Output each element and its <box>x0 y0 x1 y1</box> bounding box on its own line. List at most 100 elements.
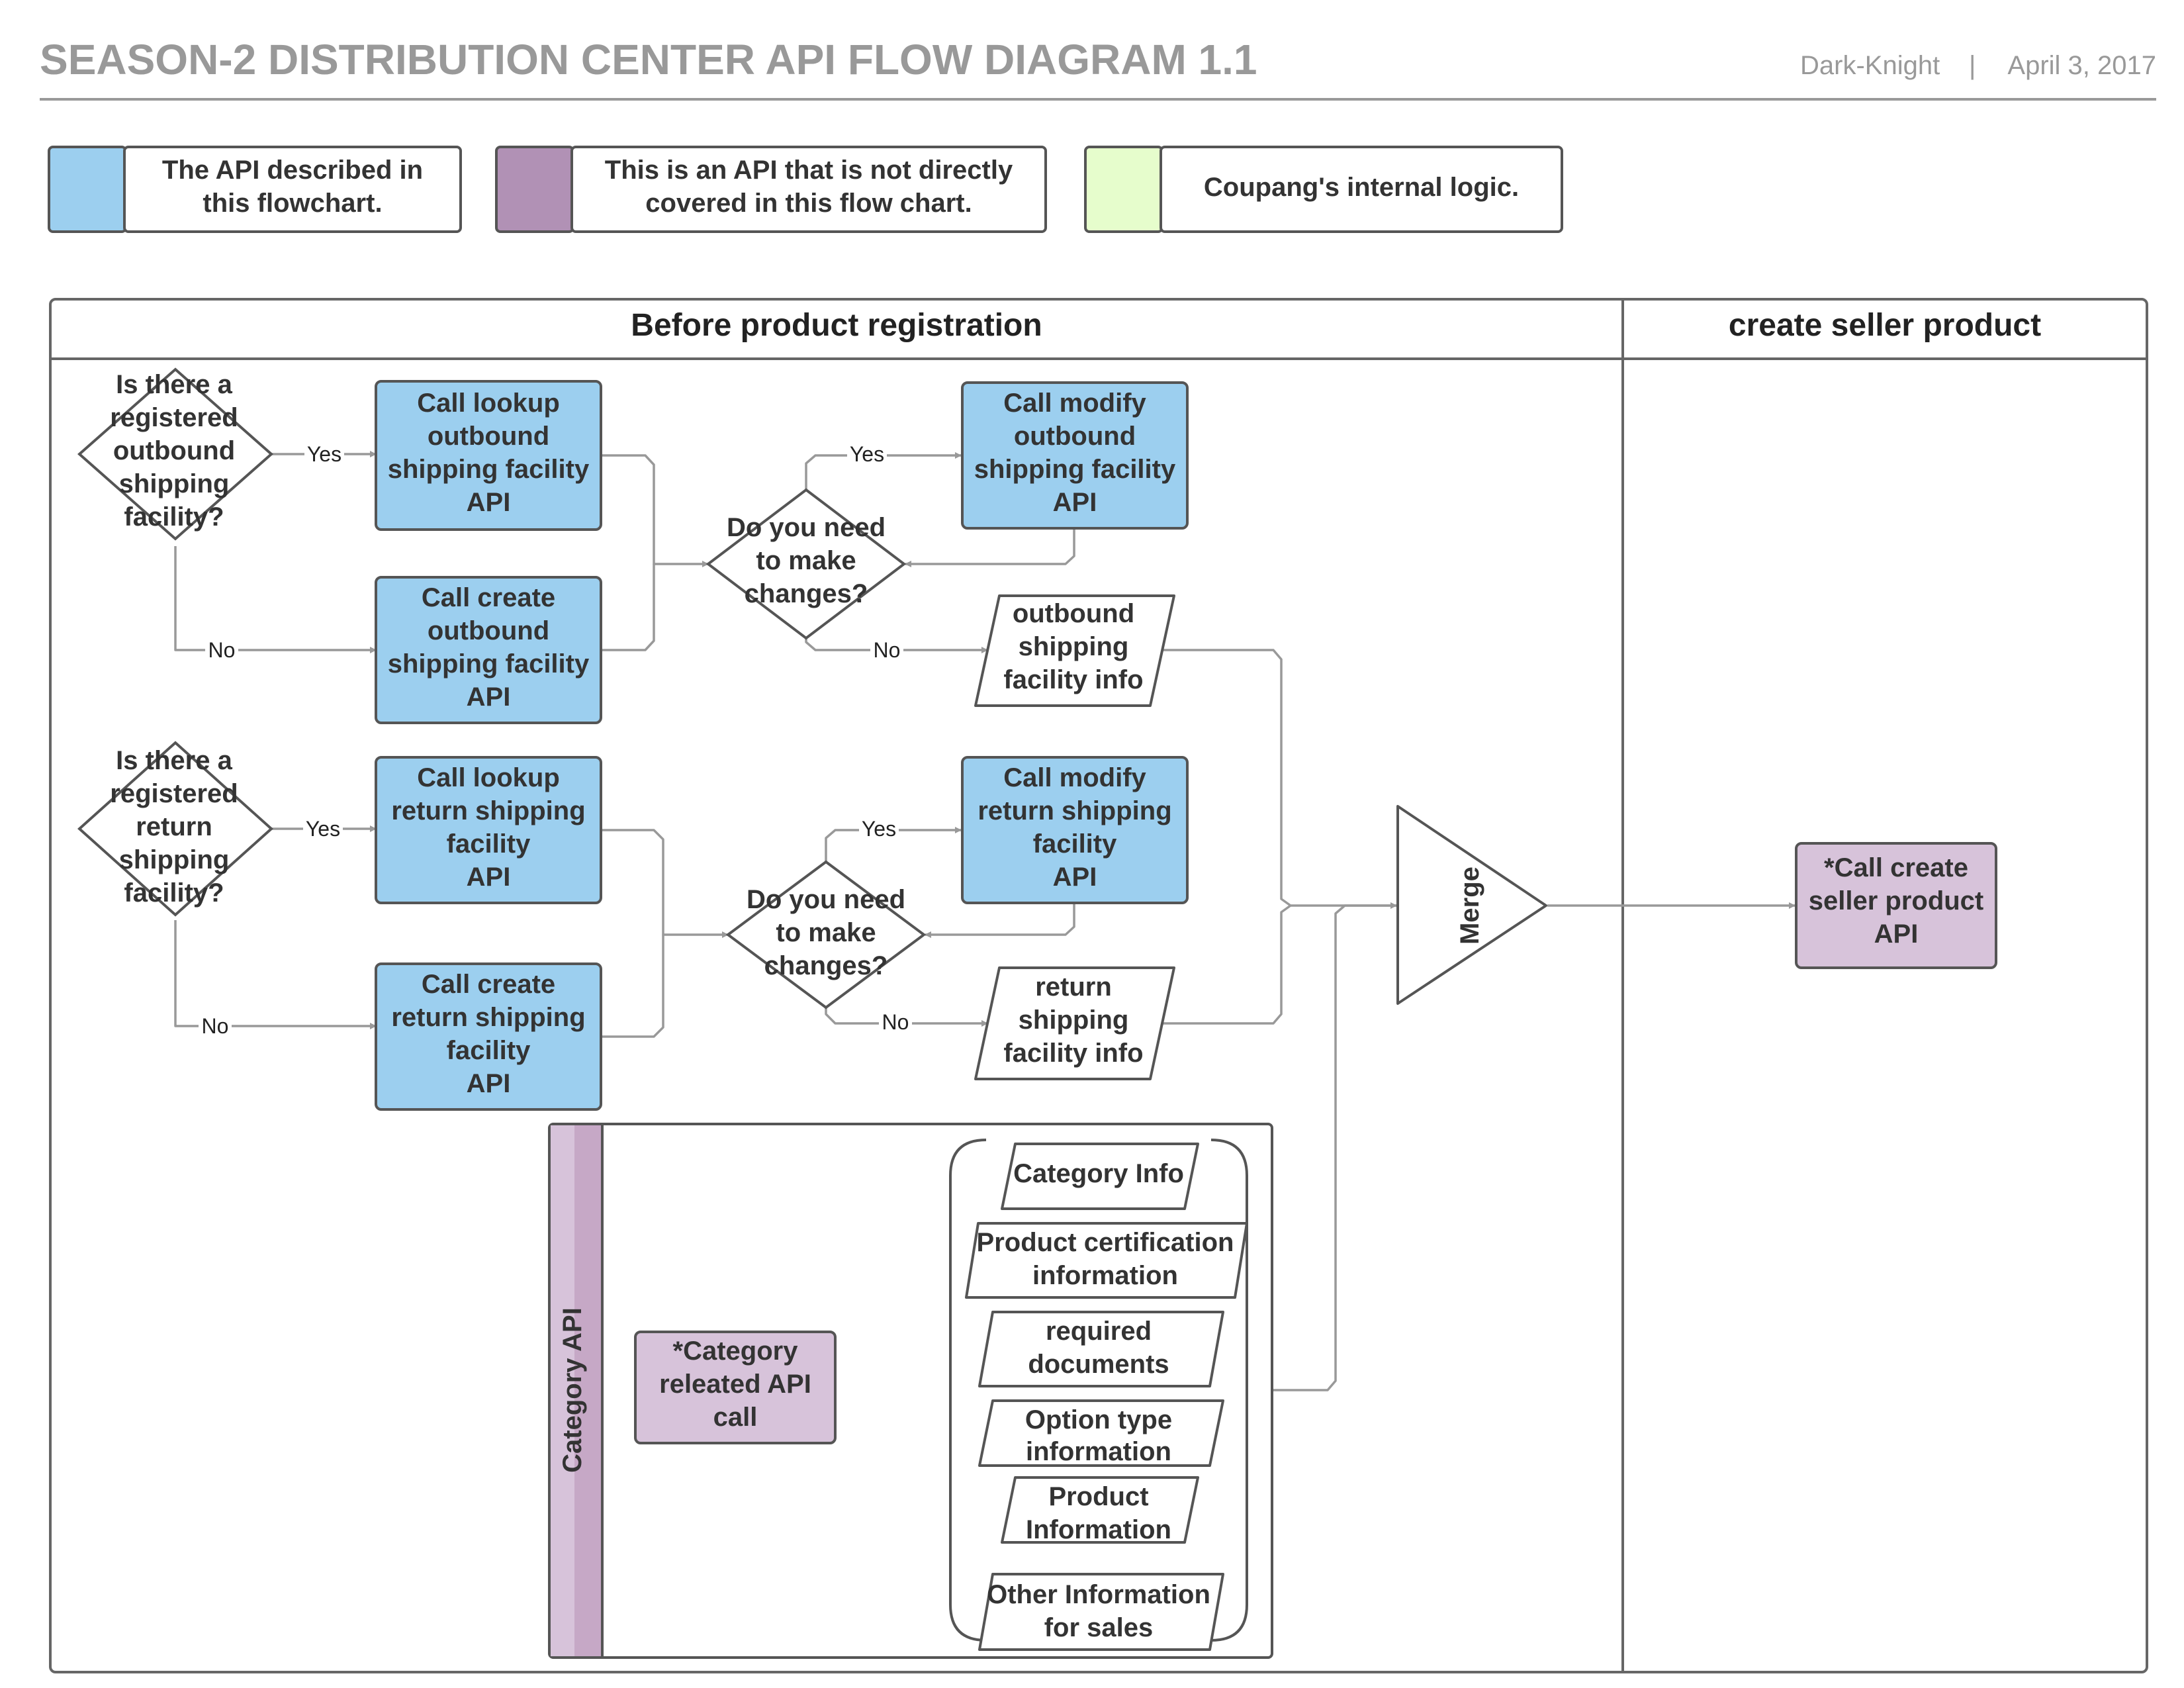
edge-label-yes: Yes <box>307 442 341 466</box>
node-text: facility <box>447 1036 531 1065</box>
node-text: Is there a <box>116 370 232 399</box>
legend-box-internal <box>1160 146 1563 233</box>
node-text: Call lookup <box>417 389 560 418</box>
decision-outbound-changes: Do you need to make changes? <box>705 488 907 640</box>
legend-swatch-api <box>48 146 127 233</box>
edge-create-return-to-changes <box>601 935 664 1038</box>
edge-category-list-to-merge <box>1272 904 1396 1391</box>
node-text: changes? <box>764 951 888 980</box>
data-category-info: Category Info <box>1001 1143 1199 1210</box>
node-text: registered <box>110 403 238 432</box>
process-category-call: *Category releated API call <box>634 1331 837 1444</box>
legend-item-external: This is an API that is not directly cove… <box>495 146 1047 233</box>
legend-swatch-external <box>495 146 574 233</box>
node-text: *Call create <box>1824 853 1968 882</box>
edge-label-yes: Yes <box>850 442 884 466</box>
data-outbound-facility-info: outbound shipping facility info <box>974 594 1175 707</box>
edge-return-info-to-merge <box>1160 904 1292 1025</box>
process-modify-outbound: Call modify outbound shipping facility A… <box>961 381 1189 530</box>
node-text: documents <box>1028 1350 1169 1379</box>
node-text: Call modify <box>1003 763 1146 792</box>
node-text: API <box>467 682 511 712</box>
process-create-outbound: Call create outbound shipping facility A… <box>375 576 602 724</box>
swimlane-container <box>49 298 2148 1673</box>
data-return-facility-info: return shipping facility info <box>974 966 1175 1080</box>
node-text: to make <box>756 546 856 575</box>
data-product-information: Product Information <box>1001 1476 1199 1544</box>
node-text: shipping <box>119 469 230 498</box>
edge-label-yes: Yes <box>306 817 340 841</box>
node-text: return shipping <box>391 1003 585 1032</box>
edge-q-outbound-no <box>174 546 377 653</box>
node-text: API <box>1053 863 1097 892</box>
node-text: for sales <box>1044 1613 1154 1642</box>
node-text: *Category <box>673 1336 799 1366</box>
page-title: SEASON-2 DISTRIBUTION CENTER API FLOW DI… <box>40 36 1257 83</box>
node-text: Information <box>1026 1515 1171 1544</box>
node-text: required <box>1046 1317 1152 1346</box>
group-bracket-left <box>949 1139 987 1642</box>
node-text: Category Info <box>1013 1159 1184 1188</box>
node-text: API <box>1053 488 1097 517</box>
header-separator: | <box>1969 51 1976 80</box>
edge-label-no: No <box>202 1014 229 1038</box>
node-text: return <box>136 812 212 841</box>
node-text: Do you need <box>727 513 886 542</box>
process-lookup-outbound: Call lookup outbound shipping facility A… <box>375 380 602 531</box>
node-text: facility info <box>1003 665 1143 694</box>
node-text: facility info <box>1003 1039 1143 1068</box>
node-text: shipping <box>1019 632 1129 661</box>
edge-lookup-return-to-changes <box>601 829 729 938</box>
node-text: Product <box>1048 1482 1148 1511</box>
node-text: facility <box>447 829 531 859</box>
decision-return-changes: Do you need to make changes? <box>725 860 927 1009</box>
node-text: return <box>1035 972 1112 1002</box>
legend-text-api-2: this flowchart. <box>203 189 382 218</box>
node-text: return shipping <box>391 796 585 825</box>
node-text: Call create <box>422 970 555 999</box>
edge-create-outbound-to-changes <box>601 564 655 651</box>
node-text: Option type <box>1025 1405 1172 1434</box>
node-text: API <box>1874 919 1919 949</box>
legend-swatch-internal <box>1084 146 1163 233</box>
data-other-information: Other Information for sales <box>978 1573 1224 1651</box>
node-text: API <box>467 863 511 892</box>
node-text: shipping facility <box>388 649 590 679</box>
legend-box-api <box>123 146 462 233</box>
legend-text-external-2: covered in this flow chart. <box>645 189 972 218</box>
node-text: shipping <box>1019 1006 1129 1035</box>
node-text: releated API <box>659 1370 811 1399</box>
node-text: facility <box>1033 829 1117 859</box>
legend-item-api: The API described in this flowchart. <box>48 146 462 233</box>
edge-label-no: No <box>882 1010 909 1034</box>
data-product-certification: Product certification information <box>965 1222 1248 1299</box>
merge-node: Merge <box>1396 805 1547 1005</box>
legend-box-external <box>570 146 1047 233</box>
node-text: Product certification <box>977 1228 1234 1257</box>
node-text: information <box>1032 1261 1178 1290</box>
edge-changes-outbound-yes <box>805 452 962 490</box>
legend-text-internal: Coupang's internal logic. <box>1204 173 1519 202</box>
process-create-return: Call create return shipping facility API <box>375 962 602 1111</box>
data-option-type: Option type information <box>978 1399 1224 1467</box>
node-text: shipping <box>119 845 230 874</box>
node-text: outbound <box>1013 599 1134 628</box>
decision-return-facility: Is there a registered return shipping fa… <box>77 741 273 917</box>
legend-text-api-1: The API described in <box>162 156 423 185</box>
merge-label: Merge <box>1455 867 1484 945</box>
node-text: API <box>467 1069 511 1098</box>
edge-label-no: No <box>208 638 236 662</box>
edge-outbound-info-to-merge <box>1160 649 1397 909</box>
edge-label-yes: Yes <box>862 817 896 841</box>
node-text: outbound <box>428 422 549 451</box>
legend-item-internal: Coupang's internal logic. <box>1084 146 1563 233</box>
node-text: Do you need <box>747 885 905 914</box>
node-text: shipping facility <box>388 455 590 484</box>
lane-title-before-registration: Before product registration <box>631 308 1042 343</box>
node-text: information <box>1026 1437 1171 1466</box>
category-data-group: Category Info Product certification info… <box>949 1139 1248 1651</box>
legend-text-external-1: This is an API that is not directly <box>605 156 1013 185</box>
process-modify-return: Call modify return shipping facility API <box>961 756 1189 904</box>
node-text: facility? <box>124 878 224 908</box>
